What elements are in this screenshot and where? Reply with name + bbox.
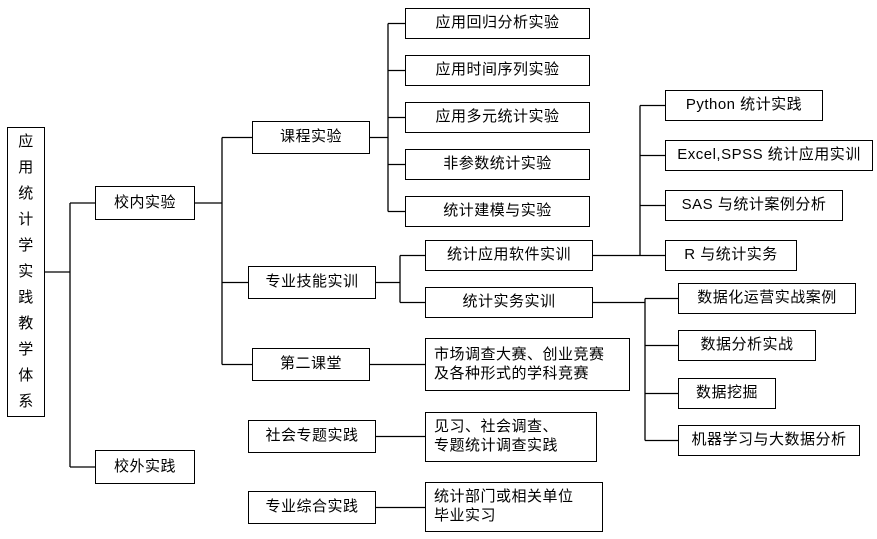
node-internship-survey: 见习、社会调查、 专题统计调查实践 xyxy=(425,412,597,462)
connector-root-fork xyxy=(45,202,95,468)
node-sas-case-analysis: SAS 与统计案例分析 xyxy=(665,190,843,221)
node-campus-experiments: 校内实验 xyxy=(95,186,195,220)
node-comprehensive-practice: 专业综合实践 xyxy=(248,491,376,524)
node-competitions: 市场调查大赛、创业竞赛 及各种形式的学科竞赛 xyxy=(425,338,630,391)
node-root: 应用统计学实践教学体系 xyxy=(7,127,45,417)
node-time-series-experiment: 应用时间序列实验 xyxy=(405,55,590,86)
node-data-analysis-practice: 数据分析实战 xyxy=(678,330,816,361)
node-graduation-internship: 统计部门或相关单位 毕业实习 xyxy=(425,482,603,532)
node-software-training: 统计应用软件实训 xyxy=(425,240,593,271)
node-multivariate-experiment: 应用多元统计实验 xyxy=(405,102,590,133)
node-social-topic-practice: 社会专题实践 xyxy=(248,420,376,453)
connector-skill-training-fork xyxy=(376,254,425,304)
node-data-mining: 数据挖掘 xyxy=(678,378,776,409)
node-machine-learning-bigdata: 机器学习与大数据分析 xyxy=(678,425,860,456)
node-regression-experiment: 应用回归分析实验 xyxy=(405,8,590,39)
node-practice-training: 统计实务实训 xyxy=(425,287,593,318)
node-skill-training: 专业技能实训 xyxy=(248,266,376,299)
connector-practice-training-fork xyxy=(593,297,678,442)
node-nonparametric-experiment: 非参数统计实验 xyxy=(405,149,590,180)
node-course-experiments: 课程实验 xyxy=(252,121,370,154)
node-root-label: 应用统计学实践教学体系 xyxy=(18,133,34,410)
node-data-operation-cases: 数据化运营实战案例 xyxy=(678,283,856,314)
node-off-campus-practice: 校外实践 xyxy=(95,450,195,484)
connector-campus-in-fork xyxy=(195,136,252,366)
node-statistical-modeling-experiment: 统计建模与实验 xyxy=(405,196,590,227)
connector-software-training-fork xyxy=(593,104,665,257)
node-excel-spss-training: Excel,SPSS 统计应用实训 xyxy=(665,140,873,171)
node-r-practice: R 与统计实务 xyxy=(665,240,797,271)
connector-course-exp-fork xyxy=(370,22,405,213)
node-second-classroom: 第二课堂 xyxy=(252,348,370,381)
node-python-practice: Python 统计实践 xyxy=(665,90,823,121)
